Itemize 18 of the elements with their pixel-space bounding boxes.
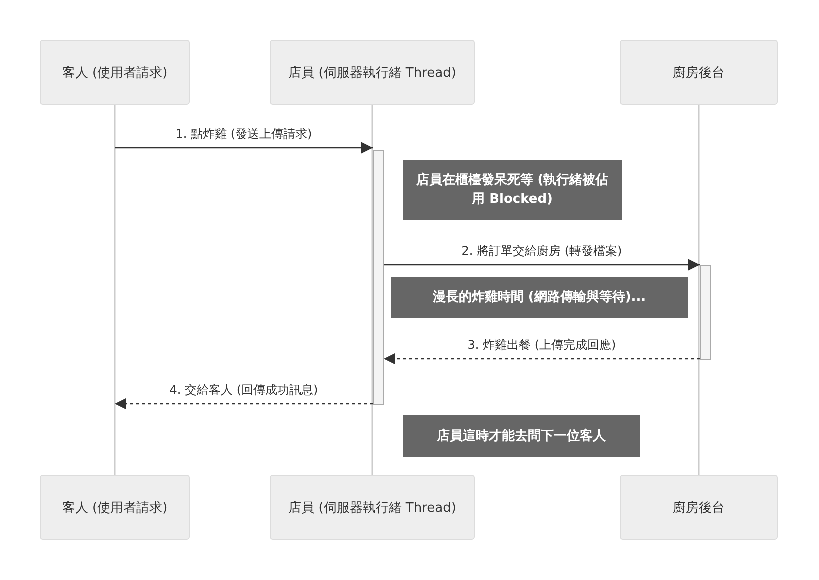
lifeline xyxy=(372,105,374,475)
lifeline xyxy=(114,105,116,475)
participant-box: 客人 (使用者請求) xyxy=(40,40,190,105)
message-arrow xyxy=(115,398,373,410)
message-arrow xyxy=(384,353,700,365)
note-box: 店員在櫃檯發呆死等 (執行緒被佔用 Blocked) xyxy=(403,160,622,220)
activation-bar xyxy=(373,150,384,405)
participant-box: 店員 (伺服器執行緒 Thread) xyxy=(270,40,475,105)
lifeline xyxy=(698,105,700,475)
message-arrow xyxy=(384,259,700,271)
participant-box: 廚房後台 xyxy=(620,475,778,540)
participant-box: 店員 (伺服器執行緒 Thread) xyxy=(270,475,475,540)
message-arrow xyxy=(115,142,373,154)
participant-box: 客人 (使用者請求) xyxy=(40,475,190,540)
note-box: 店員這時才能去問下一位客人 xyxy=(403,415,640,457)
activation-bar xyxy=(700,265,711,360)
note-box: 漫長的炸雞時間 (網路傳輸與等待)... xyxy=(391,277,688,318)
participant-box: 廚房後台 xyxy=(620,40,778,105)
